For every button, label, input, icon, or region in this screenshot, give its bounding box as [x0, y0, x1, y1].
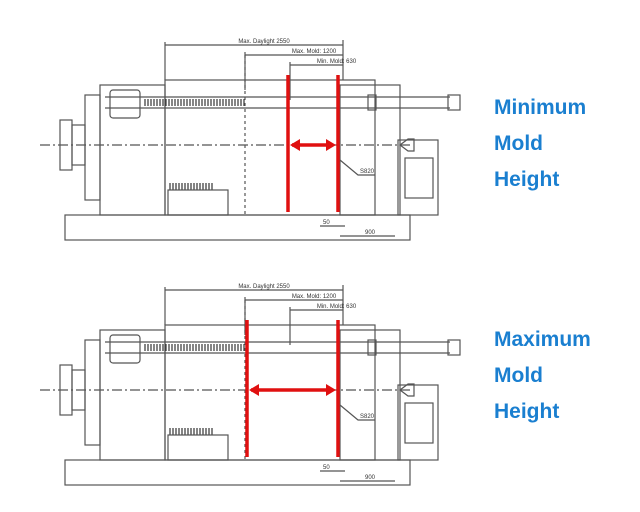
- dimension-label: Min. Mold: 630: [317, 59, 357, 65]
- diagram-caption-minimum: Minimum Mold Height: [494, 90, 586, 198]
- dimension-label: Min. Mold: 630: [317, 304, 357, 310]
- mold-height-indicator: [286, 75, 340, 212]
- tie-bar-clamp: [367, 339, 377, 356]
- caption-line: Height: [494, 400, 560, 423]
- dimension-label: Max. Mold: 1200: [292, 294, 337, 300]
- injection-unit: [397, 139, 439, 216]
- width-label: 900: [365, 230, 376, 236]
- arrowhead-right-icon: [326, 139, 336, 151]
- stroke-label: S820: [360, 414, 375, 420]
- injection-detail: [404, 402, 434, 444]
- stroke-leader: [339, 404, 375, 421]
- fixed-platen: [339, 84, 401, 216]
- tie-bar-clamp: [367, 94, 377, 111]
- nozzle-icon: [399, 383, 415, 397]
- fixed-platen: [339, 329, 401, 461]
- offset-label: 50: [323, 465, 330, 471]
- arrowhead-left-icon: [290, 139, 300, 151]
- caption-line: Maximum: [494, 328, 591, 351]
- rear-block: [84, 94, 101, 201]
- caption-line: Height: [494, 168, 560, 191]
- mold-height-indicator: [245, 320, 340, 457]
- nozzle-icon: [399, 138, 415, 152]
- injection-unit: [397, 384, 439, 461]
- rear-block: [84, 339, 101, 446]
- screw-hatching: [144, 344, 245, 435]
- stroke-leader: [339, 159, 375, 176]
- arrowhead-right-icon: [326, 384, 336, 396]
- dimension-label: Max. Mold: 1200: [292, 49, 337, 55]
- offset-label: 50: [323, 220, 330, 226]
- dimension-label: Max. Daylight 2550: [238, 39, 290, 45]
- tie-bar-nut: [447, 339, 461, 356]
- caption-line: Mold: [494, 364, 543, 387]
- tie-bar-nut: [447, 94, 461, 111]
- ejector-block: [167, 189, 229, 216]
- toggle-link: [109, 89, 141, 119]
- arrowhead-left-icon: [249, 384, 259, 396]
- screw-hatching: [144, 99, 245, 190]
- injection-detail: [404, 157, 434, 199]
- width-label: 900: [365, 475, 376, 481]
- caption-line: Mold: [494, 132, 543, 155]
- toggle-link: [109, 334, 141, 364]
- diagram-caption-maximum: Maximum Mold Height: [494, 322, 591, 430]
- stroke-label: S820: [360, 169, 375, 175]
- dimension-label: Max. Daylight 2550: [238, 284, 290, 290]
- caption-line: Minimum: [494, 96, 587, 119]
- ejector-block: [167, 434, 229, 461]
